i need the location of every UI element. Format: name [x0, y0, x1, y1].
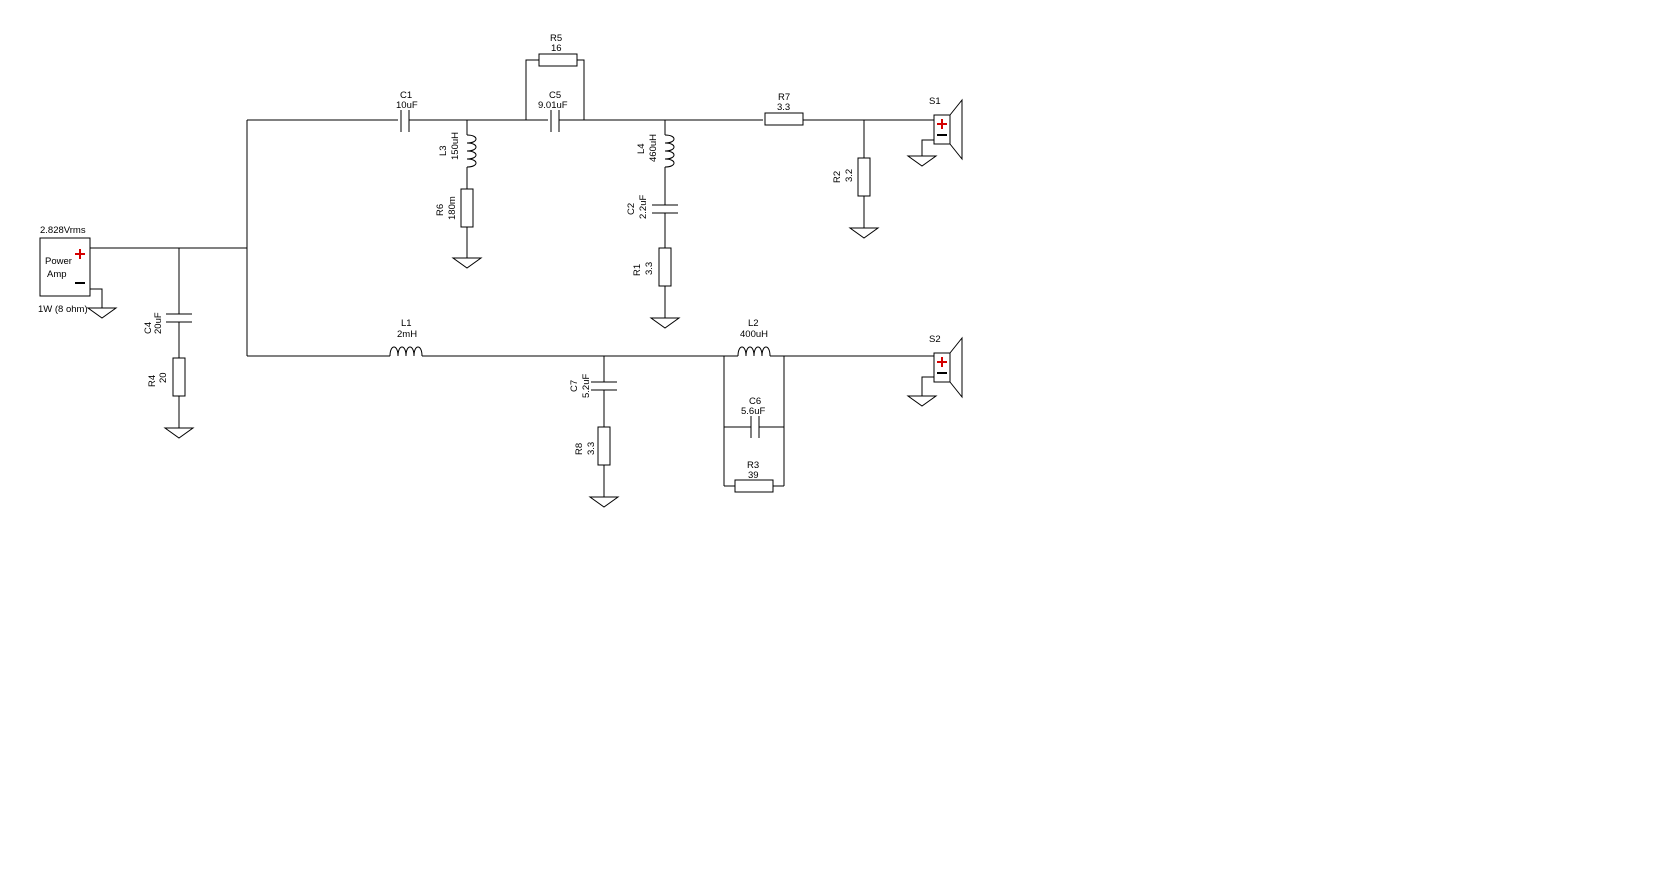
r5-value: 16: [551, 43, 562, 54]
r8-value: 3.3: [586, 442, 597, 455]
ground-icon: [649, 317, 681, 329]
r4-value: 20: [158, 372, 169, 383]
resistor-r5[interactable]: R5 16: [538, 33, 578, 67]
resistor-r6[interactable]: R6 180m: [435, 188, 474, 228]
l4-ref: L4: [636, 143, 647, 154]
capacitor-c7[interactable]: C7 5.2uF: [569, 374, 617, 398]
ground-icon: [451, 257, 483, 269]
l1-ref: L1: [401, 318, 412, 329]
l2-ref: L2: [748, 318, 759, 329]
r5-ref: R5: [550, 33, 562, 44]
capacitor-c5[interactable]: C5 9.01uF: [538, 90, 568, 132]
r7-ref: R7: [778, 92, 790, 103]
ground-icon: [906, 155, 938, 167]
plus-icon: [937, 119, 947, 129]
inductor-l2[interactable]: L2 400uH: [737, 318, 771, 357]
source-voltage-label: 2.828Vrms: [40, 225, 86, 236]
speaker-s2[interactable]: S2: [929, 334, 963, 399]
r1-ref: R1: [632, 264, 643, 276]
capacitor-c4[interactable]: C4 20uF: [143, 312, 192, 334]
r4-ref: R4: [147, 375, 158, 387]
c1-ref: C1: [400, 90, 412, 101]
resistor-r1[interactable]: R1 3.3: [632, 247, 672, 287]
r6-value: 180m: [447, 196, 458, 220]
capacitor-c2[interactable]: C2 2.2uF: [626, 195, 678, 219]
power-amp-box: [39, 237, 91, 297]
c2-ref: C2: [626, 203, 637, 215]
speaker-s1[interactable]: S1: [929, 96, 963, 161]
c2-value: 2.2uF: [638, 195, 649, 219]
c5-value: 9.01uF: [538, 100, 568, 111]
resistor-r8[interactable]: R8 3.3: [574, 426, 611, 466]
capacitor-c6[interactable]: C6 5.6uF: [741, 396, 765, 438]
r1-value: 3.3: [644, 262, 655, 275]
s1-ref: S1: [929, 96, 941, 107]
resistor-r2[interactable]: R2 3.2: [832, 157, 871, 197]
ground-icon: [906, 395, 938, 407]
plus-icon: [937, 357, 947, 367]
r5-right-wire: [577, 59, 585, 120]
resistor-r7[interactable]: R7 3.3: [764, 92, 804, 126]
ground-icon: [588, 496, 620, 508]
inductor-l4[interactable]: L4 460uH: [636, 134, 675, 168]
ground-icon: [86, 307, 118, 319]
source-ground-wire: [90, 288, 103, 308]
l2-value: 400uH: [740, 329, 768, 340]
capacitor-c1[interactable]: C1 10uF: [396, 90, 418, 132]
r2-ref: R2: [832, 171, 843, 183]
c6-value: 5.6uF: [741, 406, 765, 417]
l3-value: 150uH: [450, 132, 461, 160]
c4-ref: C4: [143, 322, 154, 334]
ground-icon: [163, 427, 195, 439]
l3-ref: L3: [438, 145, 449, 156]
l4-value: 460uH: [648, 134, 659, 162]
l1-value: 2mH: [397, 329, 417, 340]
r2-value: 3.2: [844, 169, 855, 182]
inductor-l3[interactable]: L3 150uH: [438, 132, 477, 168]
speaker-s2-magnet: [933, 352, 951, 383]
r6-ref: R6: [435, 204, 446, 216]
c7-value: 5.2uF: [581, 374, 592, 398]
r3-ref: R3: [747, 460, 759, 471]
ground-icon: [848, 227, 880, 239]
s2-ref: S2: [929, 334, 941, 345]
r3-value: 39: [748, 470, 759, 481]
s2-ground-wire: [921, 376, 934, 396]
c1-value: 10uF: [396, 100, 418, 111]
inductor-l1[interactable]: L1 2mH: [389, 318, 423, 357]
c7-ref: C7: [569, 380, 580, 392]
c6-ref: C6: [749, 396, 761, 407]
c5-ref: C5: [549, 90, 561, 101]
source-name-label: Power: [45, 256, 72, 267]
speaker-s1-magnet: [933, 114, 951, 145]
plus-icon: [75, 249, 85, 259]
resistor-r4[interactable]: R4 20: [147, 357, 186, 397]
s1-ground-wire: [921, 139, 934, 156]
c4-value: 20uF: [153, 312, 164, 334]
source-power-label: 1W (8 ohm): [38, 304, 88, 315]
source-name-label-2: Amp: [47, 269, 67, 280]
power-amp-source[interactable]: 2.828Vrms Power Amp 1W (8 ohm): [38, 225, 91, 315]
r7-value: 3.3: [777, 102, 790, 113]
speaker-s1-cone: [949, 98, 963, 161]
r5-left-wire: [525, 59, 539, 120]
r8-ref: R8: [574, 443, 585, 455]
speaker-s2-cone: [949, 336, 963, 399]
resistor-r3[interactable]: R3 39: [734, 460, 774, 493]
